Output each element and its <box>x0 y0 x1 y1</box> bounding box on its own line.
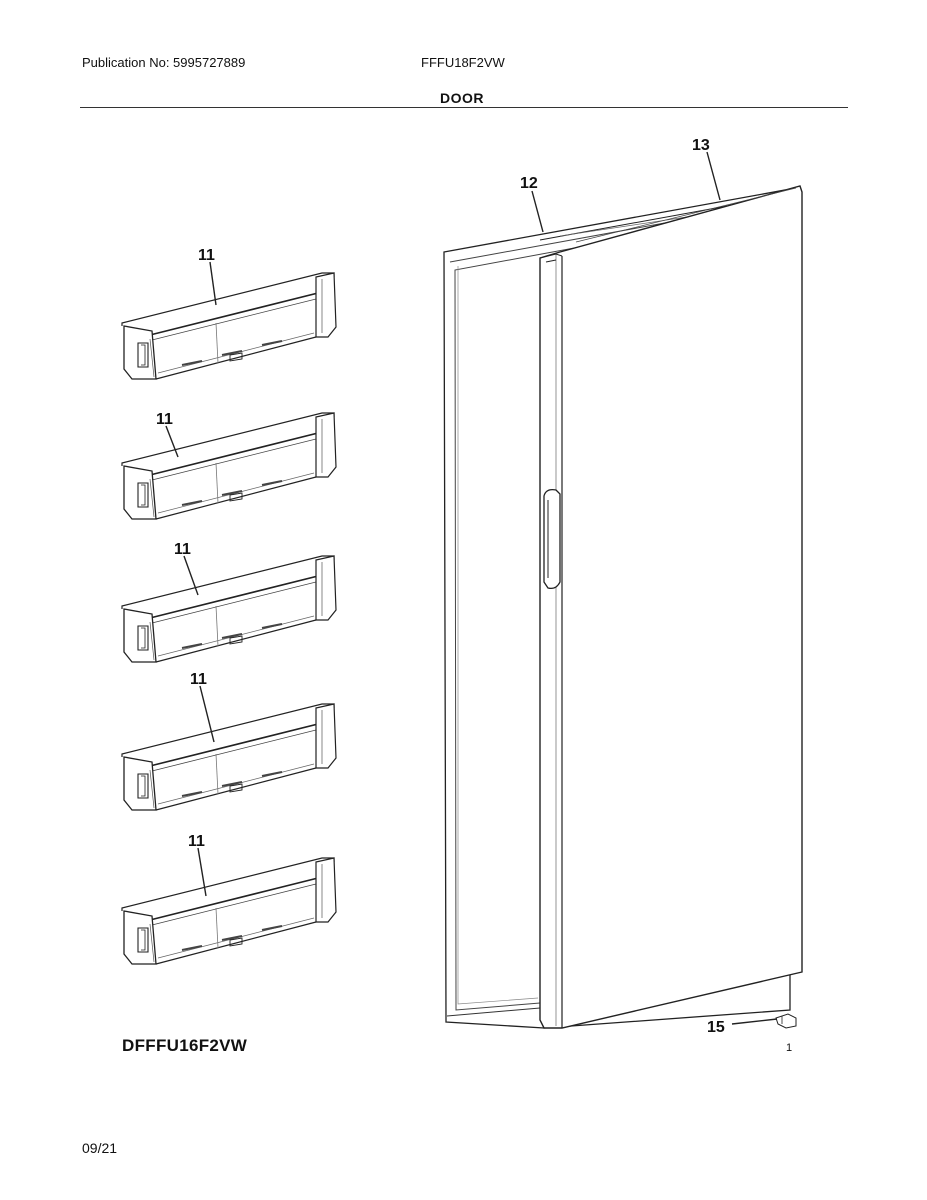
callout-bin-4: 11 <box>190 671 207 688</box>
header-divider <box>80 107 848 108</box>
callout-bin-1: 11 <box>198 247 215 264</box>
door-bin-1 <box>121 272 337 380</box>
variant-model-label: DFFFU16F2VW <box>122 1036 248 1055</box>
publication-number: Publication No: 5995727889 <box>82 55 246 70</box>
revision-date: 09/21 <box>82 1140 118 1156</box>
callout-bin-2: 11 <box>156 411 173 428</box>
door-panel <box>539 185 803 1029</box>
callout-bin-5: 11 <box>188 833 205 850</box>
callout-gasket: 12 <box>520 175 538 192</box>
callout-bin-3: 11 <box>174 541 191 558</box>
callout-hinge-part: 15 <box>707 1019 725 1036</box>
hinge-part <box>775 1013 797 1029</box>
door-bin-2 <box>121 412 337 520</box>
page-mark: 1 <box>786 1042 793 1054</box>
door-bin-5 <box>121 857 337 965</box>
door-bin-3 <box>121 555 337 663</box>
model-number: FFFU18F2VW <box>421 55 505 70</box>
section-title: DOOR <box>440 90 484 106</box>
callout-door-top: 13 <box>692 137 710 154</box>
door-bin-4 <box>121 703 337 811</box>
